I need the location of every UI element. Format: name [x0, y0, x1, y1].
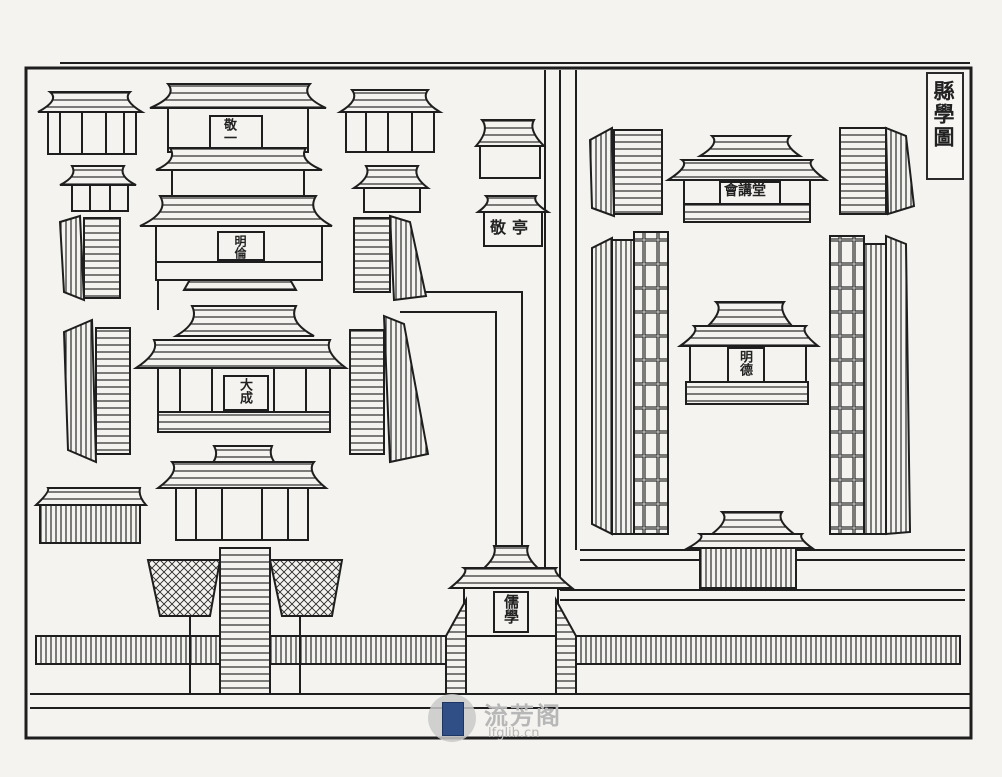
- watermark-name: 流芳阁: [484, 701, 562, 730]
- label-minglun: 明倫: [233, 235, 247, 259]
- confucian-school-gate: [445, 545, 577, 695]
- title-cartouche: 縣學圖: [926, 72, 964, 180]
- page-title: 縣學圖: [931, 80, 956, 149]
- east-row-1: [588, 126, 663, 218]
- side-hall-mid-2: [349, 314, 430, 464]
- label-dacheng: 大成: [237, 378, 252, 404]
- side-hall-left-1: [58, 214, 121, 302]
- hall-minglun: [139, 195, 333, 291]
- courtyard-path: [157, 280, 523, 550]
- book-icon: [442, 702, 464, 736]
- label-bright-hall: 明德: [737, 350, 752, 376]
- watermark-url: lfglib.cn: [488, 726, 540, 741]
- pavilion-top-right: [473, 119, 547, 179]
- side-hall-left-3: [33, 487, 149, 544]
- lecture-hall: [664, 135, 830, 223]
- bright-hall: [676, 301, 821, 405]
- pavilion-top-mid: [336, 89, 444, 153]
- east-long-hall-west: [591, 231, 669, 536]
- side-hall-mid-1: [353, 214, 428, 302]
- east-row-2: [839, 126, 916, 216]
- label-lecture-hall: 會講堂: [724, 183, 766, 199]
- south-wall: [30, 549, 970, 709]
- watermark: 流芳阁 lfglib.cn: [428, 694, 578, 746]
- pavilion-left-small: [59, 165, 137, 212]
- east-gate: [684, 511, 816, 589]
- label-jing-pavilion: 敬亭: [490, 218, 535, 237]
- jing-pavilion: [474, 195, 552, 247]
- label-jingyi: 敬一: [221, 118, 236, 144]
- hall-jingyi: [149, 83, 327, 197]
- page-border: [24, 62, 973, 740]
- label-gate: 儒學: [502, 594, 520, 624]
- pavilion-mid-small: [350, 165, 431, 213]
- side-hall-left-2: [62, 318, 131, 464]
- pavilion-top-left: [37, 91, 146, 155]
- east-long-hall-east: [829, 234, 912, 536]
- hall-dacheng: [132, 305, 350, 433]
- hall-front: [154, 445, 329, 541]
- lingxing-gate: [146, 547, 344, 695]
